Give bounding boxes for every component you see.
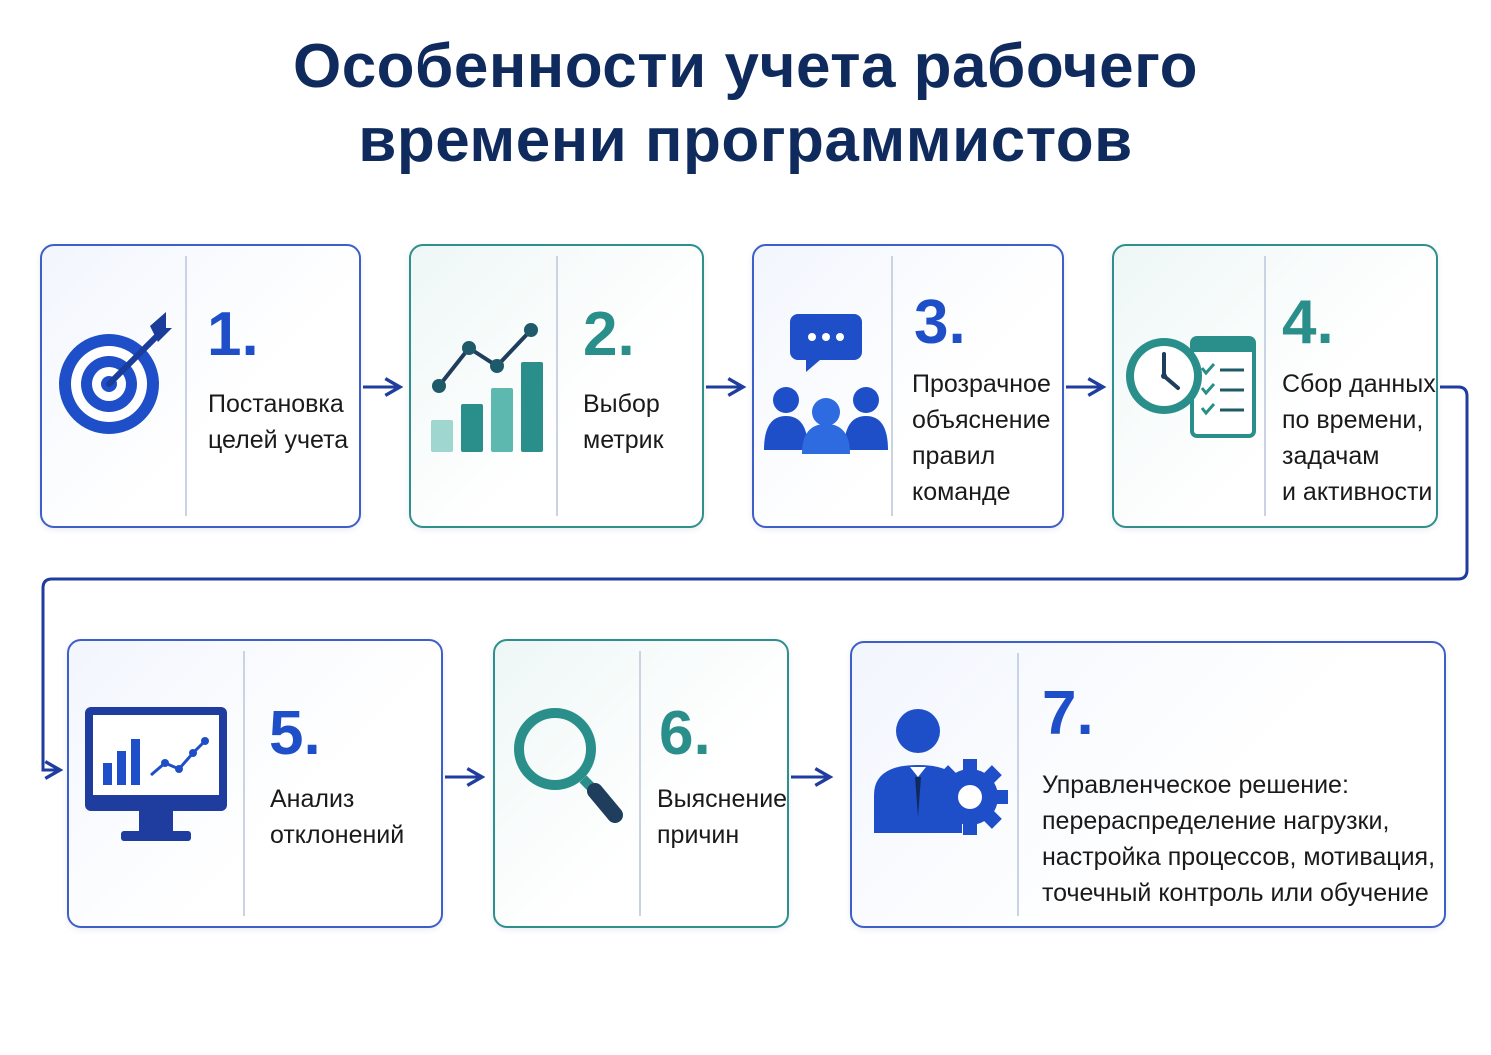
step-card-3: 3. Прозрачное объяснение правил команде: [752, 244, 1064, 528]
target-icon: [59, 312, 172, 434]
step-number: 7.: [1042, 679, 1094, 748]
step-card-7: 7. Управленческое решение: перераспредел…: [850, 641, 1446, 928]
step-text: Прозрачное объяснение правил команде: [912, 370, 1051, 506]
step-number: 3.: [914, 288, 966, 357]
team-chat-icon: [764, 314, 888, 454]
step-card-1: 1. Постановка целей учета: [40, 244, 361, 528]
step-number: 2.: [583, 300, 635, 369]
magnifier-icon: [514, 708, 623, 823]
page-title: Особенности учета рабочего времени прогр…: [292, 32, 1199, 175]
manager-gear-icon: [874, 709, 1008, 835]
step-text: Управленческое решение: перераспределени…: [1042, 771, 1436, 907]
step-text: Постановка целей учета: [208, 390, 349, 454]
step-text: Анализ отклонений: [270, 785, 405, 849]
step-number: 5.: [269, 699, 321, 768]
arrow-4-5: [41, 385, 1469, 780]
step-text: Выяснение причин: [657, 785, 788, 849]
step-number: 6.: [659, 699, 711, 768]
step-card-2: 2. Выбор метрик: [409, 244, 704, 528]
step-text: Выбор метрик: [583, 390, 664, 454]
step-number: 1.: [207, 300, 259, 369]
step-number: 4.: [1282, 288, 1334, 357]
monitor-chart-icon: [85, 707, 227, 841]
step-card-6: 6. Выяснение причин: [493, 639, 789, 928]
growth-chart-icon: [431, 323, 543, 452]
step-card-5: 5. Анализ отклонений: [67, 639, 443, 928]
step-text: Сбор данных по времени, задачам и активн…: [1282, 370, 1436, 506]
clock-checklist-icon: [1126, 336, 1256, 438]
step-card-4: 4. Сбор данных по времени, задачам и акт…: [1112, 244, 1438, 528]
